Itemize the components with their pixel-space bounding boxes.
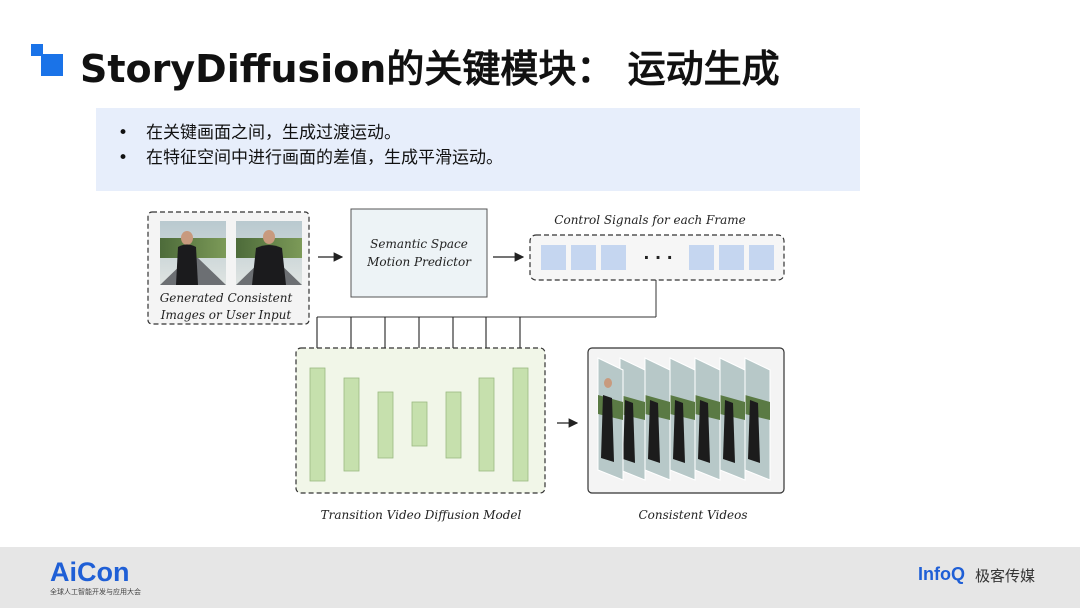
- footer-bar: AiCon 全球人工智能开发与应用大会 InfoQ 极客传媒: [0, 547, 1080, 608]
- control-signals-title: Control Signals for each Frame: [554, 213, 745, 227]
- control-signal-block: [719, 245, 744, 270]
- control-signal-block: [689, 245, 714, 270]
- page-title: StoryDiffusion的关键模块： 运动生成: [80, 47, 780, 91]
- input-photo: [160, 221, 226, 285]
- video-frames-stack: [597, 357, 771, 481]
- unet-block: [445, 391, 462, 459]
- predictor-label-line2: Motion Predictor: [366, 255, 472, 269]
- bullet-text: 在特征空间中进行画面的差值，生成平滑运动。: [146, 148, 503, 168]
- unet-block: [343, 377, 360, 472]
- bullet-item: • 在特征空间中进行画面的差值，生成平滑运动。: [118, 143, 503, 168]
- diffusion-model-label: Transition Video Diffusion Model: [321, 508, 522, 522]
- bullet-text: 在关键画面之间，生成过渡运动。: [146, 123, 401, 143]
- video-frame: [694, 357, 721, 481]
- consistent-videos-label: Consistent Videos: [638, 508, 747, 522]
- input-label-line2: Images or User Input: [160, 308, 292, 322]
- bullet-box: • 在关键画面之间，生成过渡运动。 • 在特征空间中进行画面的差值，生成平滑运动。: [96, 108, 860, 191]
- unet-block: [411, 401, 428, 447]
- input-images-panel: Generated Consistent Images or User Inpu…: [147, 211, 310, 325]
- unet-block: [512, 367, 529, 482]
- consistent-videos-panel: [587, 347, 785, 494]
- diffusion-model-panel: [295, 347, 546, 494]
- infoq-logo: InfoQ: [918, 564, 965, 584]
- unet-block: [478, 377, 495, 472]
- title-logo-icon: [31, 44, 65, 78]
- input-photo: [236, 221, 302, 285]
- unet-block: [377, 391, 394, 459]
- aicon-logo: AiCon: [50, 557, 130, 587]
- control-signal-block: [749, 245, 774, 270]
- video-frame: [744, 357, 771, 481]
- aicon-subtitle: 全球人工智能开发与应用大会: [50, 588, 141, 596]
- bullet-item: • 在关键画面之间，生成过渡运动。: [118, 118, 401, 143]
- control-signal-block: [571, 245, 596, 270]
- bullet-dot-icon: •: [118, 123, 129, 143]
- predictor-label-line1: Semantic Space: [370, 237, 468, 251]
- video-frame: [719, 357, 746, 481]
- unet-block: [309, 367, 326, 482]
- control-signals-panel: · · ·: [529, 234, 785, 281]
- motion-generation-diagram: Generated Consistent Images or User Inpu…: [147, 208, 785, 522]
- input-label-line1: Generated Consistent: [160, 291, 293, 305]
- control-signal-block: [601, 245, 626, 270]
- jike-media-logo: 极客传媒: [975, 567, 1036, 585]
- video-frame: [644, 357, 671, 481]
- control-signal-block: [541, 245, 566, 270]
- bullet-dot-icon: •: [118, 148, 129, 168]
- video-frame: [597, 357, 624, 481]
- motion-predictor-box: Semantic Space Motion Predictor: [350, 208, 488, 298]
- video-frame: [669, 357, 696, 481]
- video-frame: [619, 357, 646, 481]
- ellipsis: · · ·: [643, 248, 672, 267]
